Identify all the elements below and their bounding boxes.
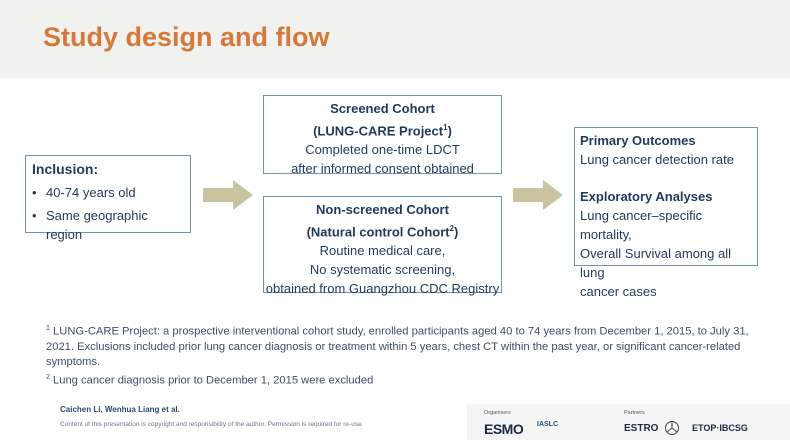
nonscreened-cohort-box: Non-screened Cohort (Natural control Coh… [263,196,502,296]
footnote-1: 1 LUNG-CARE Project: a prospective inter… [46,325,749,368]
screened-cohort-desc2: after informed consent obtained [291,161,474,177]
screened-cohort-box: Screened Cohort (LUNG-CARE Project1) Com… [263,95,502,176]
iaslc-logo: IASLC [537,421,558,428]
etop-ibcsg-logo: ETOP·IBCSG [692,423,748,433]
arrow-right-icon [513,180,563,210]
primary-outcomes-heading: Primary Outcomes [580,133,696,148]
inclusion-item: • Same geographic region [32,206,184,244]
screened-cohort-desc1: Completed one-time LDCT [305,142,460,158]
sponsor-logo-bar: Organisers Partners ESMO IASLC ESTRO ETO… [467,404,790,440]
estro-logo: ESTRO [624,423,659,434]
partner-emblem-icon [665,421,679,435]
nonscreened-cohort-desc3: obtained from Guangzhou CDC Registry [265,281,500,297]
bullet-icon: • [32,185,37,200]
screened-cohort-project: (LUNG-CARE Project1) [313,123,452,139]
exploratory-text-2: Overall Survival among all lung [580,246,732,280]
inclusion-item: • 40-74 years old [32,183,184,202]
outcomes-box: Primary Outcomes Lung cancer detection r… [574,127,758,299]
primary-outcomes-text: Lung cancer detection rate [580,152,734,167]
screened-cohort-title: Screened Cohort [330,101,435,116]
arrow-right-icon [203,180,253,210]
nonscreened-cohort-title: Non-screened Cohort [316,202,449,217]
bullet-icon: • [32,208,37,223]
inclusion-item-region: Same geographic region [46,208,148,242]
author-credit: Caichen Li, Wenhua Liang et al. [60,405,180,414]
nonscreened-cohort-desc2: No systematic screening, [309,262,456,278]
exploratory-text-1: Lung cancer–specific mortality, [580,208,703,242]
footnotes: 1 LUNG-CARE Project: a prospective inter… [46,321,766,388]
title-bar [0,0,790,78]
inclusion-heading: Inclusion: [32,161,99,177]
inclusion-item-age: 40-74 years old [46,185,136,200]
nonscreened-cohort-project: (Natural control Cohort2) [306,224,459,240]
inclusion-box: Inclusion: • 40-74 years old • Same geog… [25,155,191,242]
partners-label: Partners [624,410,645,416]
exploratory-heading: Exploratory Analyses [580,189,713,204]
copyright-notice: Content of this presentation is copyrigh… [60,421,364,428]
footnote-2: 2 Lung cancer diagnosis prior to Decembe… [46,373,374,387]
slide-title: Study design and flow [43,22,330,52]
organisers-label: Organisers [484,410,511,416]
nonscreened-cohort-desc1: Routine medical care, [319,243,446,259]
esmo-logo: ESMO [484,421,524,437]
exploratory-text-3: cancer cases [580,284,657,299]
